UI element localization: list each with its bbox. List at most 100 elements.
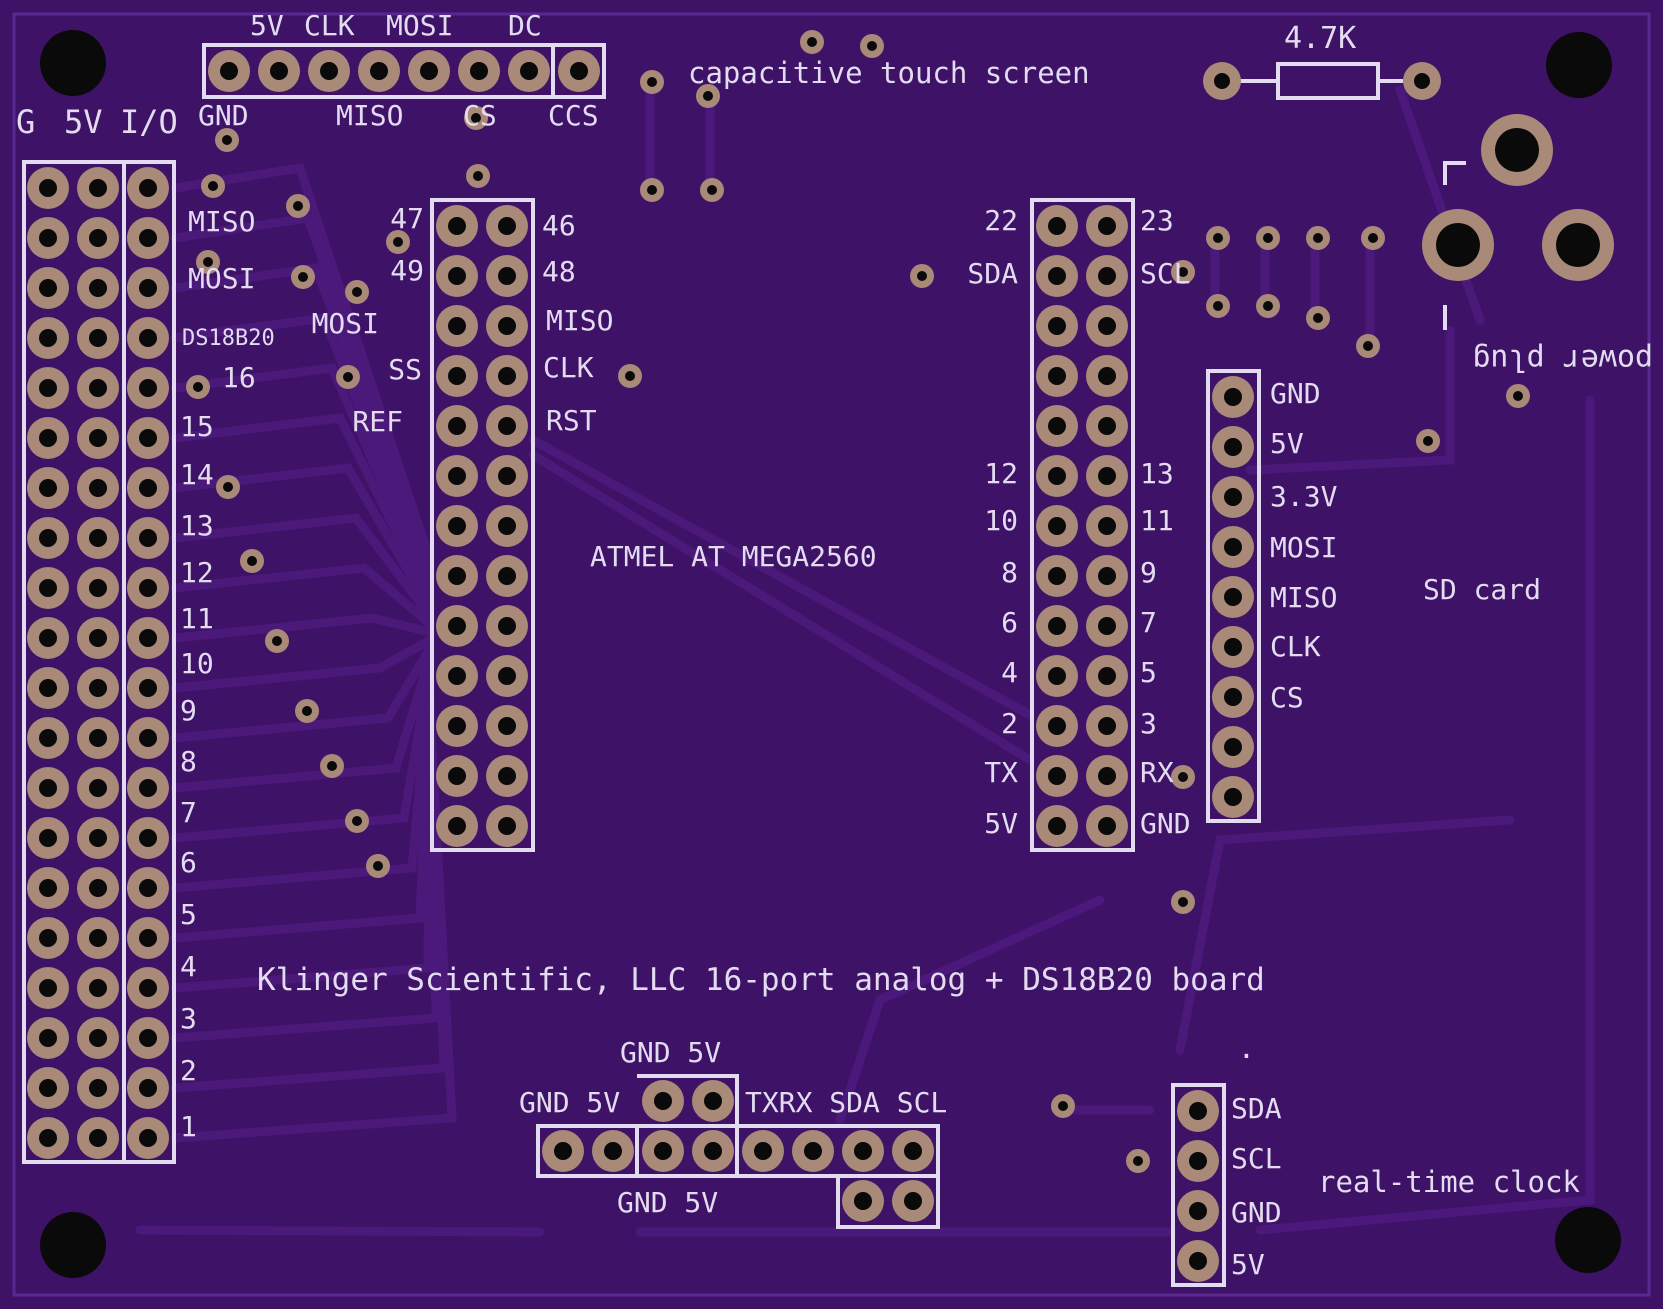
digital-header-pin-hole: [1048, 817, 1066, 835]
digital-header-pin-hole: [1048, 567, 1066, 585]
io-header-pin-hole: [39, 229, 57, 247]
silkscreen-text: 5V CLK MOSI DC GND MISO CS CCS G 5V I/O …: [16, 9, 1653, 1219]
rtc-pin-label-3: 5V: [1231, 1248, 1265, 1281]
via: [1206, 226, 1230, 250]
spi-header-pin-hole: [498, 717, 516, 735]
via-hole: [1213, 233, 1223, 243]
via-hole: [352, 287, 362, 297]
io-header-pin: [77, 267, 119, 309]
io-header-pin: [77, 1017, 119, 1059]
bottom-header-outline: [536, 1074, 940, 1229]
via: [216, 475, 240, 499]
via: [201, 174, 225, 198]
digital-header-pin: [1086, 305, 1128, 347]
io-header-pin-hole: [39, 979, 57, 997]
io-header-pin: [27, 667, 69, 709]
bottom-header-pin-hole: [804, 1142, 822, 1160]
via-hole: [647, 77, 657, 87]
io-header-pin-hole: [139, 279, 157, 297]
via-hole: [647, 185, 657, 195]
io-header-pin: [27, 367, 69, 409]
spi-header-pin: [436, 505, 478, 547]
spi-header-pin-hole: [498, 367, 516, 385]
io-header-pin-hole: [39, 629, 57, 647]
digital-header-pin: [1036, 555, 1078, 597]
io-pin-label-16: 3: [180, 1002, 197, 1035]
pad-layer: [27, 30, 1530, 1282]
via: [1416, 429, 1440, 453]
trace: [528, 450, 1035, 765]
io-header-pin-hole: [89, 979, 107, 997]
io-header-pin-hole: [39, 779, 57, 797]
io-header-pin-hole: [39, 929, 57, 947]
io-header-pin-hole: [89, 429, 107, 447]
io-header-pin-hole: [89, 679, 107, 697]
io-title-g: G: [16, 103, 35, 141]
io-header-pin: [27, 1017, 69, 1059]
spi-header-pin: [436, 355, 478, 397]
io-header-pin: [77, 667, 119, 709]
via-hole: [203, 257, 213, 267]
mounting-hole-bottom-left: [40, 1212, 106, 1278]
sd-header-outline: [1206, 369, 1261, 823]
via: [1256, 294, 1280, 318]
io-header-pin: [27, 617, 69, 659]
resistor-label: 4.7K: [1284, 21, 1356, 56]
spi-header-pin-hole: [498, 817, 516, 835]
via-hole: [473, 171, 483, 181]
power-plug-outline: [1443, 161, 1466, 330]
via-hole: [1058, 1101, 1068, 1111]
io-header-pin: [127, 1067, 169, 1109]
io-header-pin: [127, 467, 169, 509]
io-header-pin: [77, 967, 119, 1009]
via: [295, 699, 319, 723]
digital-header-pin-hole: [1048, 267, 1066, 285]
io-pin-label-13: 6: [180, 846, 197, 879]
display-header-pin-hole: [320, 62, 338, 80]
digital-header-pin-hole: [1048, 667, 1066, 685]
spi-header-pin: [436, 205, 478, 247]
io-header-pin: [27, 467, 69, 509]
sd-pin-label-0: GND: [1270, 377, 1321, 410]
trace: [170, 413, 435, 605]
io-header-pin: [127, 717, 169, 759]
io-header-pin: [127, 567, 169, 609]
io-header-pin-hole: [39, 179, 57, 197]
io-header-pin: [77, 867, 119, 909]
trace: [170, 643, 435, 743]
via: [1051, 1094, 1075, 1118]
spi-header-pin-hole: [448, 667, 466, 685]
rtc-header-pin: [1177, 1240, 1219, 1282]
sd-header-pin: [1212, 576, 1254, 618]
trace-layer: [135, 75, 1595, 1237]
via: [910, 264, 934, 288]
io-header-pin: [77, 817, 119, 859]
io-header-pin-hole: [39, 379, 57, 397]
display-header-pin-hole: [470, 62, 488, 80]
digital-header-pin: [1036, 455, 1078, 497]
via-hole: [393, 237, 403, 247]
display-label-mosi: MOSI: [386, 9, 453, 42]
digital-header-pin-hole: [1048, 417, 1066, 435]
digital-header-pin-hole: [1098, 267, 1116, 285]
display-header-pin: [508, 50, 550, 92]
spi-left-label-1: 49: [390, 254, 424, 287]
sd-header-pin-hole: [1224, 688, 1242, 706]
resistor-pad: [1203, 62, 1241, 100]
display-header-pin-hole: [370, 62, 388, 80]
pin-labels: MISOMOSIDS18B201615141312111098765432147…: [180, 202, 1338, 1281]
via-hole: [1363, 341, 1373, 351]
io-header-pin-hole: [39, 279, 57, 297]
bottom-header-pin-hole: [704, 1142, 722, 1160]
display-header-pin-hole: [570, 62, 588, 80]
digital-header-pin-hole: [1098, 717, 1116, 735]
via-hole: [343, 372, 353, 382]
spi-header-pin: [486, 555, 528, 597]
via: [265, 629, 289, 653]
digital-left-label-7: 2: [1001, 707, 1018, 740]
digital-right-label-8: RX: [1140, 756, 1174, 789]
display-header-pin: [258, 50, 300, 92]
bottom-header-pin: [842, 1180, 884, 1222]
sd-header-pin-hole: [1224, 738, 1242, 756]
trace: [135, 1225, 1175, 1237]
